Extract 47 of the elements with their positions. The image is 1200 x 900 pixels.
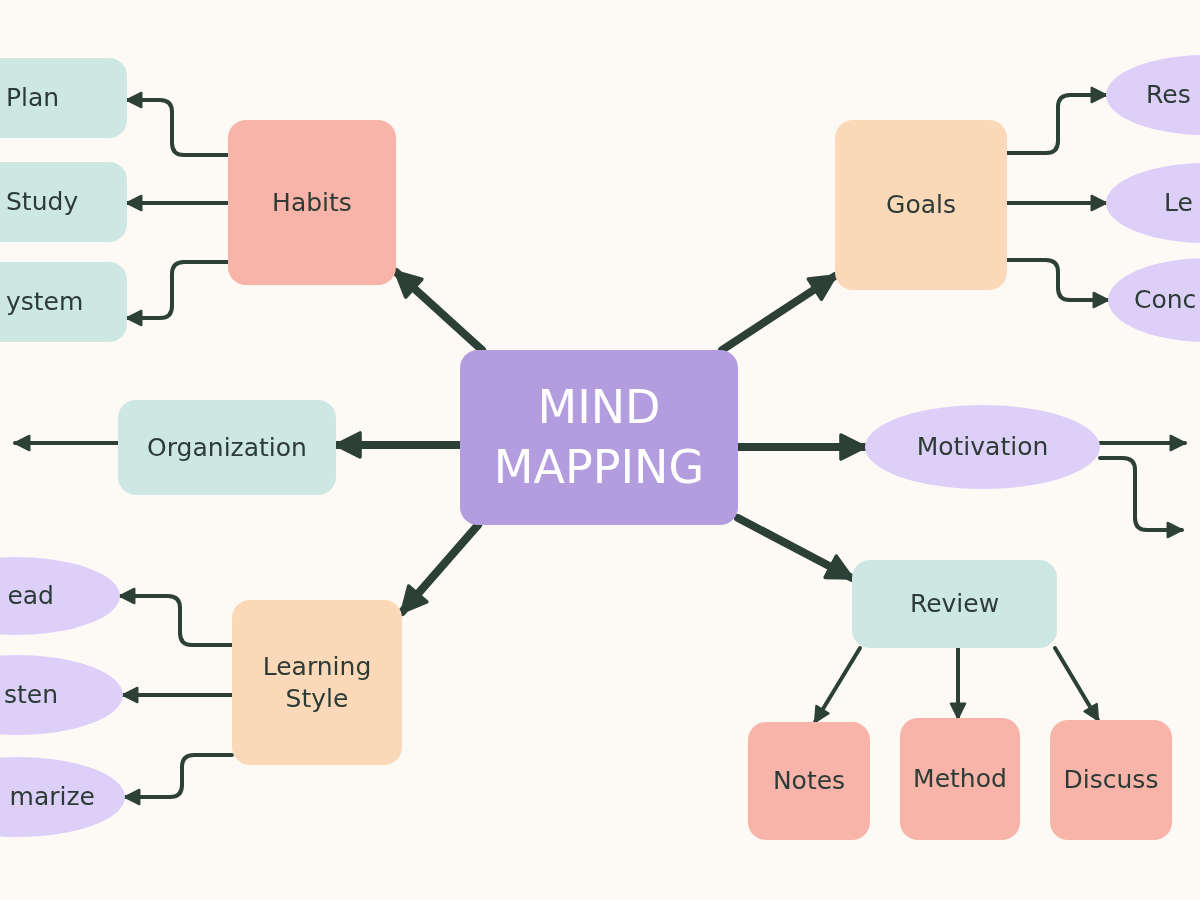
- node-label: Learning Style: [261, 651, 373, 714]
- node-label: Study: [6, 186, 79, 218]
- node-label: Habits: [272, 186, 352, 219]
- arrow: [1005, 258, 1110, 309]
- arrow: [121, 686, 234, 704]
- arrow: [949, 646, 967, 720]
- node-label: sten: [3, 679, 58, 711]
- arrow: [125, 260, 230, 327]
- node-label: ystem: [6, 286, 84, 318]
- central-topic-box: [460, 350, 738, 525]
- topic-box: [0, 162, 127, 242]
- topic-box: [900, 718, 1020, 840]
- node-label: marize: [9, 781, 95, 813]
- topic-box: [228, 120, 396, 285]
- arrow: [118, 587, 234, 647]
- topic-box: [118, 400, 336, 495]
- node-label: Plan: [6, 82, 60, 114]
- topic-box: [835, 120, 1007, 290]
- node-label: Conc: [1134, 284, 1197, 316]
- topic-box: [232, 600, 402, 765]
- node-label: Organization: [147, 431, 307, 464]
- node-label: Discuss: [1063, 764, 1159, 796]
- node-label: ead: [7, 580, 54, 612]
- arrow: [1053, 646, 1100, 722]
- topic-box: [0, 262, 127, 342]
- node-label: Le: [1164, 187, 1193, 219]
- node-label: Res: [1146, 79, 1191, 111]
- arrow: [718, 272, 839, 354]
- node-label: Review: [909, 588, 1000, 620]
- arrow: [1005, 86, 1108, 155]
- arrow: [125, 91, 230, 157]
- arrow: [813, 646, 862, 724]
- arrow: [1005, 194, 1108, 212]
- topic-box: [852, 560, 1057, 648]
- arrow: [125, 194, 230, 212]
- node-label: Motivation: [916, 431, 1049, 463]
- node-label: Goals: [886, 189, 956, 221]
- arrow: [1098, 434, 1187, 452]
- node-label: MIND MAPPING: [492, 378, 706, 496]
- arrow: [1098, 456, 1184, 539]
- arrow: [123, 753, 234, 806]
- node-label: Method: [913, 763, 1007, 795]
- topic-box: [0, 58, 127, 138]
- topic-box: [1050, 720, 1172, 840]
- node-label: Notes: [772, 765, 846, 797]
- topic-box: [748, 722, 870, 840]
- arrow: [13, 434, 120, 452]
